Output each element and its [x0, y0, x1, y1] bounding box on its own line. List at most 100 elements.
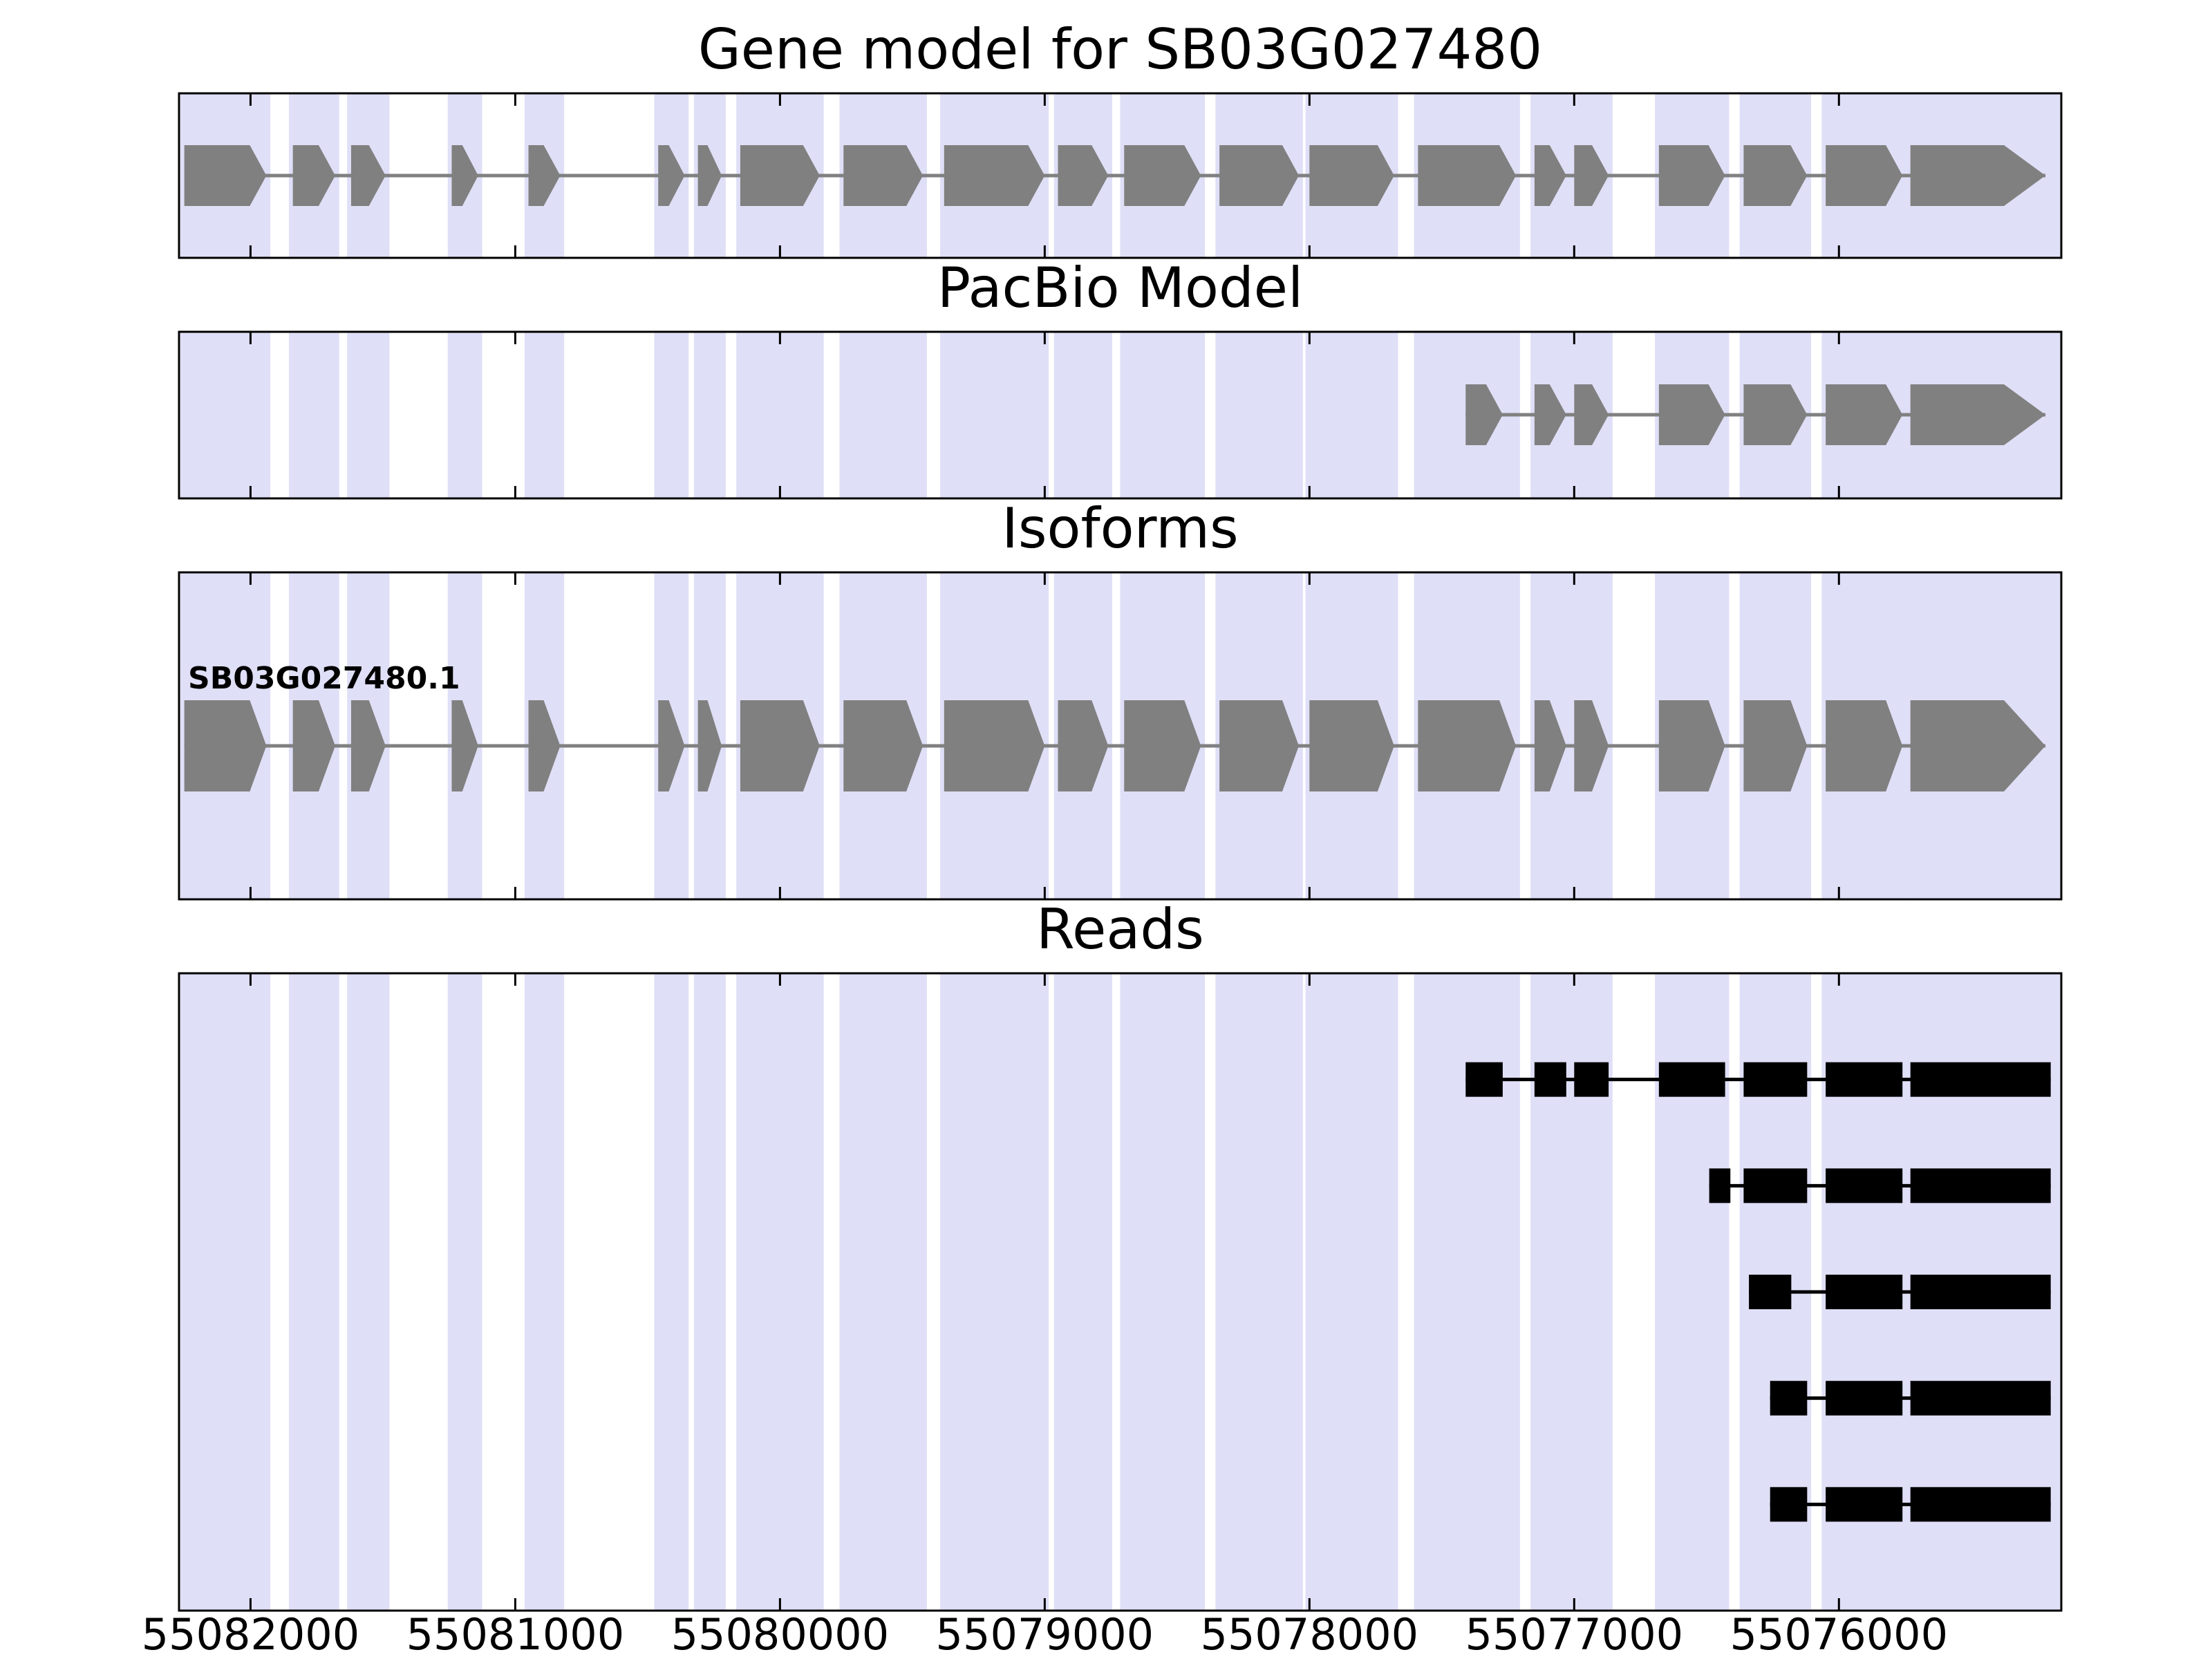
read-exon	[1574, 1062, 1609, 1097]
exon	[1534, 145, 1566, 206]
exon	[1534, 700, 1566, 791]
exon	[350, 700, 386, 791]
exon	[1910, 145, 2046, 206]
exon	[184, 700, 267, 791]
exon-highlight-stripe	[654, 332, 689, 498]
exon	[292, 145, 335, 206]
exon-highlight-stripe	[654, 973, 689, 1611]
exon	[1826, 384, 1903, 445]
exon	[1058, 145, 1109, 206]
exon-highlight-stripe	[1120, 973, 1206, 1611]
read-exon	[1910, 1062, 2051, 1097]
exon-highlight-stripe	[940, 973, 1049, 1611]
panel-border	[178, 571, 2063, 901]
exon	[1124, 700, 1201, 791]
exon-highlight-stripe	[839, 973, 927, 1611]
exon-highlight-stripe	[1215, 332, 1303, 498]
read-exon	[1826, 1062, 1903, 1097]
exon-highlight-stripe	[524, 973, 565, 1611]
exon	[1418, 700, 1517, 791]
panel-border	[178, 330, 2063, 500]
exon-highlight-stripe	[736, 973, 824, 1611]
exon	[658, 700, 685, 791]
panel-border	[178, 972, 2063, 1612]
exon	[1309, 145, 1394, 206]
exon	[1743, 384, 1808, 445]
read-exon	[1826, 1380, 1903, 1416]
exon	[1910, 384, 2046, 445]
exon	[1465, 384, 1503, 445]
isoform-label: SB03G027480.1	[188, 661, 460, 696]
exon	[697, 145, 722, 206]
read-exon	[1743, 1168, 1808, 1203]
exon	[184, 145, 267, 206]
exon-highlight-stripe	[447, 973, 482, 1611]
exon-highlight-stripe	[288, 973, 339, 1611]
exon	[1574, 145, 1609, 206]
exon-highlight-stripe	[1305, 332, 1398, 498]
exon-highlight-stripe	[693, 332, 726, 498]
exon-highlight-stripe	[1053, 973, 1113, 1611]
read-exon	[1910, 1168, 2051, 1203]
exon	[1418, 145, 1517, 206]
exon-highlight-stripe	[180, 332, 271, 498]
read-exon	[1658, 1062, 1725, 1097]
exon	[1658, 145, 1725, 206]
read-exon	[1826, 1275, 1903, 1309]
read-exon	[1826, 1487, 1903, 1522]
exon	[740, 145, 820, 206]
exon	[1743, 700, 1808, 791]
exon-highlight-stripe	[940, 332, 1049, 498]
read-exon	[1743, 1062, 1808, 1097]
exon-highlight-stripe	[693, 973, 726, 1611]
track-title-gene-model: Gene model for SB03G027480	[697, 17, 1543, 82]
exon	[944, 700, 1045, 791]
exon-highlight-stripe	[347, 973, 390, 1611]
exon	[1826, 700, 1903, 791]
exon	[1309, 700, 1394, 791]
exon	[843, 145, 924, 206]
read-exon	[1465, 1062, 1503, 1097]
exon	[1534, 384, 1566, 445]
read-exon	[1910, 1380, 2051, 1416]
exon	[1219, 700, 1300, 791]
exon-highlight-stripe	[1305, 973, 1398, 1611]
read-exon	[1770, 1380, 1808, 1416]
exon	[740, 700, 820, 791]
read-exon	[1910, 1275, 2051, 1309]
exon	[1658, 384, 1725, 445]
exon	[1826, 145, 1903, 206]
exon-highlight-stripe	[1120, 332, 1206, 498]
exon-highlight-stripe	[347, 332, 390, 498]
read-exon	[1826, 1168, 1903, 1203]
exon	[944, 145, 1045, 206]
exon	[658, 145, 685, 206]
exon	[1574, 700, 1609, 791]
read-exon	[1534, 1062, 1566, 1097]
track-title-pacbio: PacBio Model	[937, 256, 1304, 320]
exon	[528, 145, 561, 206]
exon-highlight-stripe	[447, 332, 482, 498]
read-exon	[1770, 1487, 1808, 1522]
exon-highlight-stripe	[1053, 332, 1113, 498]
exon	[528, 700, 561, 791]
read-exon	[1910, 1487, 2051, 1522]
exon	[451, 700, 478, 791]
exon	[451, 145, 478, 206]
exon-highlight-stripe	[180, 973, 271, 1611]
exon	[1910, 700, 2046, 791]
exon-highlight-stripe	[524, 332, 565, 498]
read-exon	[1749, 1275, 1792, 1309]
read-exon	[1709, 1168, 1731, 1203]
track-title-isoforms: Isoforms	[1002, 496, 1239, 561]
exon	[1058, 700, 1109, 791]
exon	[1219, 145, 1300, 206]
exon	[1743, 145, 1808, 206]
exon	[350, 145, 386, 206]
exon-highlight-stripe	[736, 332, 824, 498]
track-title-reads: Reads	[1036, 897, 1204, 962]
exon	[843, 700, 924, 791]
exon-highlight-stripe	[288, 332, 339, 498]
